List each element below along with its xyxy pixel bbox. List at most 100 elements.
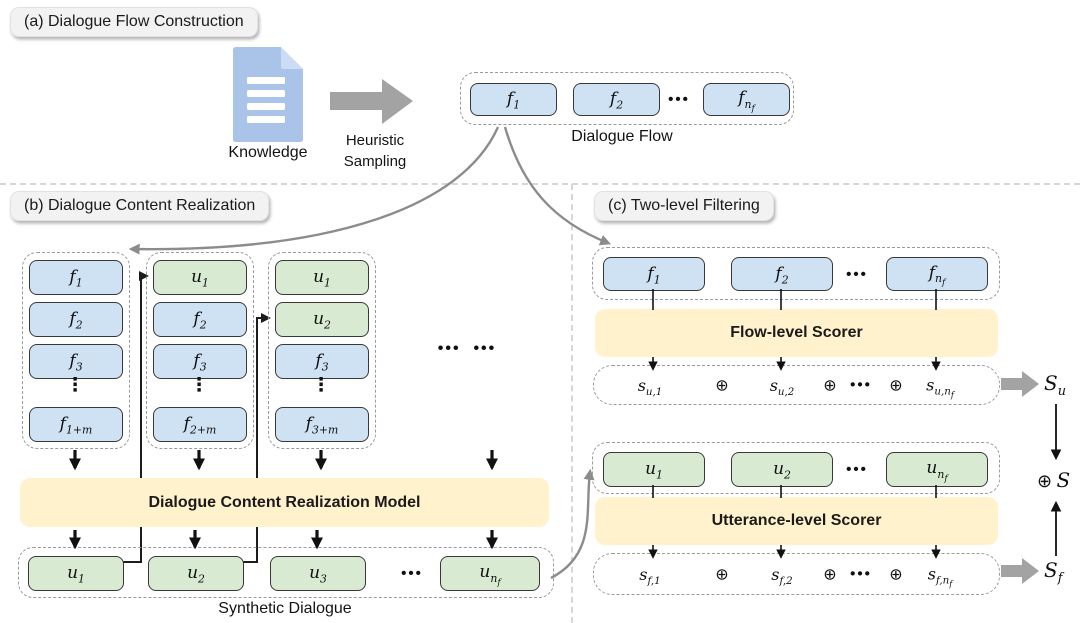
col3-vertical-ellipsis: ⋮ <box>311 374 331 396</box>
flow-box-f1: f1 <box>470 83 557 116</box>
utt-scores-ellipsis: ••• <box>850 565 872 583</box>
flow-box-fnf-label: fnf <box>738 88 755 114</box>
combine-score-label: ⊕ S <box>1037 470 1070 492</box>
realization-model-box: Dialogue Content Realization Model <box>20 478 549 527</box>
col2-box-u1-label: u1 <box>191 267 209 290</box>
col3-box-f3-label: f3 <box>315 351 329 374</box>
filter-flow-container <box>592 247 1000 300</box>
flow-scores-container <box>593 365 1000 405</box>
oplus-icon: ⊕ <box>823 564 837 584</box>
utterance-scores-container <box>593 553 1000 595</box>
sf-output-arrow <box>1001 558 1039 584</box>
col2-box-f2m: f2+m <box>153 407 247 442</box>
col2-box-f2: f2 <box>153 302 247 337</box>
col2-box-f2m-label: f2+m <box>183 414 217 437</box>
filter-flow-box-f1: f1 <box>603 257 705 291</box>
output-box-u2-label: u2 <box>187 563 205 586</box>
combine-s-label: S <box>1056 468 1071 492</box>
knowledge-caption: Knowledge <box>228 144 308 161</box>
output-box-u2: u2 <box>148 556 244 591</box>
dialogue-flow-container <box>460 72 794 125</box>
flow-scores-ellipsis: ••• <box>850 376 872 394</box>
score-sunf: su,nf <box>926 375 954 400</box>
filter-flow-box-f1-label: f1 <box>647 263 661 286</box>
knowledge-document-icon <box>233 47 303 142</box>
filter-utt-box-unf: unf <box>886 452 988 487</box>
output-box-unf-label: unf <box>479 562 501 588</box>
col1-box-f1-label: f1 <box>69 267 83 290</box>
score-sf1: sf,1 <box>639 565 661 588</box>
su-output-arrow <box>1001 371 1039 397</box>
filter-utt-box-u1-label: u1 <box>645 459 663 482</box>
filter-utt-box-u2-label: u2 <box>773 459 791 482</box>
heuristic-sampling-line2: Sampling <box>343 153 407 170</box>
utterance-level-scorer-box: Utterance-level Scorer <box>595 497 998 545</box>
heuristic-sampling-arrow <box>330 79 413 124</box>
synthetic-dialogue-caption: Synthetic Dialogue <box>218 600 352 617</box>
oplus-icon: ⊕ <box>715 375 729 395</box>
output-box-u1: u1 <box>28 556 124 591</box>
flow-level-scorer-label: Flow-level Scorer <box>730 324 863 341</box>
col3-box-u1: u1 <box>275 260 369 295</box>
filter-flow-box-f2: f2 <box>731 257 833 291</box>
output-box-unf: unf <box>440 556 540 591</box>
output-box-u3: u3 <box>270 556 366 591</box>
filter-utterance-container <box>592 442 1000 494</box>
panel-c-label: (c) Two-level Filtering <box>594 191 774 221</box>
filter-flow-ellipsis: ••• <box>846 266 868 283</box>
panel-divider-horizontal <box>0 183 1080 185</box>
oplus-icon: ⊕ <box>889 564 903 584</box>
heuristic-sampling-line1: Heuristic <box>345 132 405 149</box>
col2-box-u1: u1 <box>153 260 247 295</box>
col2-box-f3-label: f3 <box>193 351 207 374</box>
filter-flow-box-fnf-label: fnf <box>928 262 946 289</box>
col1-box-f3-label: f3 <box>69 351 83 374</box>
panel-b-label: (b) Dialogue Content Realization <box>10 191 270 221</box>
col1-box-f2: f2 <box>29 302 123 337</box>
panel-a-label: (a) Dialogue Flow Construction <box>10 7 258 37</box>
columns-ellipsis: ••• ••• <box>437 340 497 357</box>
heuristic-sampling-caption: Heuristic Sampling <box>327 130 423 172</box>
output-box-u3-label: u3 <box>309 563 327 586</box>
score-su2: su,2 <box>769 376 795 399</box>
flow-box-fnf: fnf <box>703 83 790 116</box>
flow-ellipsis: ••• <box>668 91 690 108</box>
col3-box-f3: f3 <box>275 344 369 379</box>
col3-box-u1-label: u1 <box>313 267 331 290</box>
col1-box-f3: f3 <box>29 344 123 379</box>
col3-box-f3m: f3+m <box>275 407 369 442</box>
col1-box-f1m: f1+m <box>29 407 123 442</box>
col1-box-f1m-label: f1+m <box>59 414 93 437</box>
flow-level-scorer-box: Flow-level Scorer <box>595 309 998 357</box>
realization-model-label: Dialogue Content Realization Model <box>148 493 421 511</box>
panel-divider-vertical <box>571 184 573 623</box>
oplus-icon: ⊕ <box>1037 471 1053 492</box>
output-box-u1-label: u1 <box>67 563 85 586</box>
oplus-icon: ⊕ <box>715 564 729 584</box>
score-su1: su,1 <box>637 376 663 399</box>
dialogue-flow-caption: Dialogue Flow <box>571 128 673 145</box>
score-sfnf: sf,nf <box>927 564 953 589</box>
filter-flow-box-fnf: fnf <box>886 257 988 291</box>
utterance-level-scorer-label: Utterance-level Scorer <box>711 512 882 529</box>
flow-box-f2-label: f2 <box>609 89 624 112</box>
col3-box-u2-label: u2 <box>313 309 331 332</box>
output-ellipsis: ••• <box>401 565 423 582</box>
col2-box-f3: f3 <box>153 344 247 379</box>
col3-box-u2: u2 <box>275 302 369 337</box>
col1-box-f1: f1 <box>29 260 123 295</box>
col3-box-f3m-label: f3+m <box>305 414 339 437</box>
oplus-icon: ⊕ <box>889 375 903 395</box>
sf-total-label: Sf <box>1044 558 1063 586</box>
score-sf2: sf,2 <box>771 565 793 588</box>
su-total-label: Su <box>1044 371 1066 399</box>
col2-vertical-ellipsis: ⋮ <box>189 374 209 396</box>
col1-vertical-ellipsis: ⋮ <box>65 374 85 396</box>
col1-box-f2-label: f2 <box>69 309 83 332</box>
filter-utt-box-u1: u1 <box>603 452 705 487</box>
flow-box-f2: f2 <box>573 83 660 116</box>
filter-flow-box-f2-label: f2 <box>775 263 789 286</box>
filter-utt-ellipsis: ••• <box>846 461 868 478</box>
filter-utt-box-unf-label: unf <box>926 458 948 484</box>
